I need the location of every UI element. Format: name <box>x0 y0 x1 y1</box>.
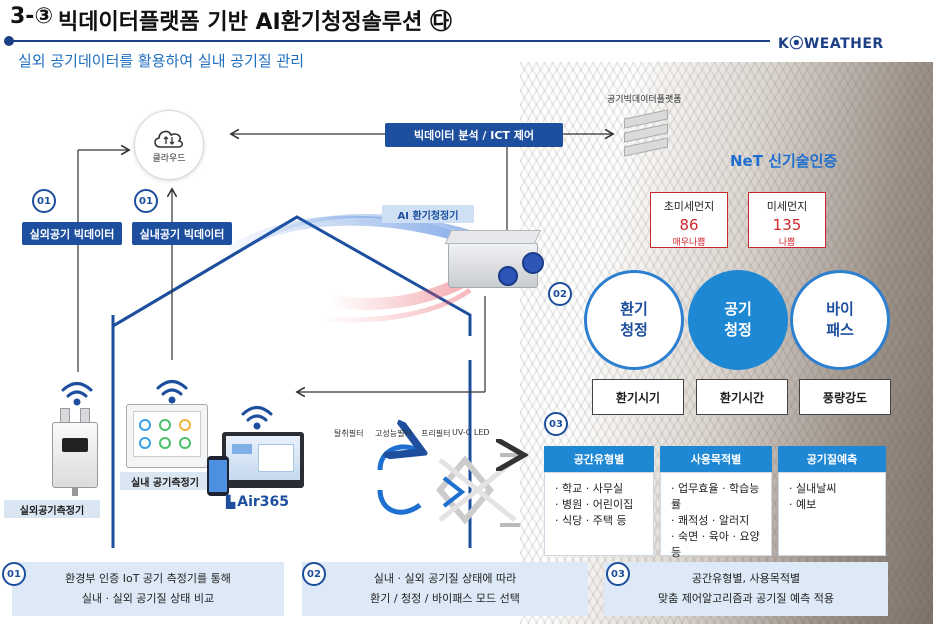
category-body: · 실내날씨 · 예보 <box>778 472 886 556</box>
ai-unit-label: AI 환기청정기 <box>382 205 474 223</box>
ventilation-unit-image <box>442 228 550 294</box>
mode-line2: 패스 <box>826 321 854 339</box>
indoor-meter-image <box>126 404 208 468</box>
filter-label-pre: 프리필터 <box>421 429 451 438</box>
indoor-data-tag: 실내공기 빅데이터 <box>132 222 232 245</box>
app-brand-icon: ▙ <box>226 495 236 509</box>
filter-label-high-performance: 고성능필터 <box>375 429 412 438</box>
filter-label-deodorizing: 탈취필터 <box>334 429 364 438</box>
server-icon <box>620 109 672 158</box>
category-air-forecast: 공기질예측 · 실내날씨 · 예보 <box>778 446 886 556</box>
summary-line1: 공간유형별, 사용목적별 <box>691 572 801 585</box>
dust-value: 86 <box>679 216 699 234</box>
dust-box-ultrafine: 초미세먼지 86 매우나쁨 <box>650 192 728 248</box>
cloud-node: 클라우드 <box>134 110 204 180</box>
mode-air-purify: 공기 청정 <box>688 270 788 370</box>
app-brand: ▙ Air365 <box>226 494 289 510</box>
dust-name: 초미세먼지 <box>663 200 715 213</box>
category-line: · 실내날씨 <box>789 482 837 495</box>
summary-line2: 맞춤 제어알고리즘과 공기질 예측 적용 <box>658 592 834 605</box>
platform-label: 공기빅데이터플랫폼 <box>607 95 682 105</box>
step-circle-outdoor: 01 <box>32 189 56 213</box>
category-title: 공간유형별 <box>544 446 654 472</box>
mode-ventilation-purify: 환기 청정 <box>584 270 684 370</box>
step-circle-indoor: 01 <box>134 189 158 213</box>
category-line: · 업무효율 · 학습능률 <box>671 482 760 511</box>
control-duration: 환기시간 <box>696 379 788 415</box>
dust-name: 미세먼지 <box>766 200 808 213</box>
mode-line2: 청정 <box>724 321 752 339</box>
category-title: 공기질예측 <box>778 446 886 472</box>
phone-image <box>207 456 229 496</box>
mode-line2: 청정 <box>620 321 648 339</box>
app-brand-label: Air365 <box>237 494 289 510</box>
step-circle-summary-2: 02 <box>302 562 326 586</box>
category-line: · 학교 · 사무실 <box>555 482 624 495</box>
indoor-meter-label: 실내 공기측정기 <box>120 472 210 490</box>
mode-line1: 공기 <box>724 300 752 318</box>
control-airflow: 풍량강도 <box>799 379 891 415</box>
summary-box-2: 실내 · 실외 공기질 상태에 따라 환기 / 청정 / 바이패스 모드 선택 <box>302 562 588 616</box>
cloud-icon <box>154 130 184 148</box>
page-title: 빅데이터플랫폼 기반 AI환기청정솔루션 ㉰ <box>58 10 453 35</box>
mode-line1: 환기 <box>620 300 648 318</box>
analysis-tag: 빅데이터 분석 / ICT 제어 <box>385 123 563 147</box>
category-line: · 숙면 · 육아 · 요양 등 <box>671 530 760 559</box>
category-body: · 업무효율 · 학습능률 · 쾌적성 · 알러지 · 숙면 · 육아 · 요양… <box>660 472 772 559</box>
section-number: 3-③ <box>10 4 54 29</box>
outdoor-meter-image <box>52 408 102 496</box>
category-line: · 예보 <box>789 498 817 511</box>
dust-box-fine: 미세먼지 135 나쁨 <box>748 192 826 248</box>
mode-bypass: 바이 패스 <box>790 270 890 370</box>
step-circle-summary-1: 01 <box>2 562 26 586</box>
category-usage-purpose: 사용목적별 · 업무효율 · 학습능률 · 쾌적성 · 알러지 · 숙면 · 육… <box>660 446 772 559</box>
wifi-icon-app <box>241 406 273 430</box>
wifi-icon-indoor <box>156 380 188 404</box>
certification-title: NeT 신기술인증 <box>730 152 838 170</box>
category-title: 사용목적별 <box>660 446 772 472</box>
summary-line1: 환경부 인증 IoT 공기 측정기를 통해 <box>65 572 231 585</box>
dust-status: 매우나쁨 <box>672 238 706 248</box>
summary-box-1: 환경부 인증 IoT 공기 측정기를 통해 실내 · 실외 공기질 상태 비교 <box>12 562 284 616</box>
step-circle-categories: 03 <box>544 412 568 436</box>
dust-status: 나쁨 <box>778 238 796 248</box>
step-circle-summary-3: 03 <box>606 562 630 586</box>
summary-line2: 환기 / 청정 / 바이패스 모드 선택 <box>370 592 520 605</box>
cloud-label: 클라우드 <box>152 153 186 164</box>
summary-line1: 실내 · 실외 공기질 상태에 따라 <box>373 572 517 585</box>
dust-value: 135 <box>772 216 802 234</box>
step-circle-unit: 02 <box>548 282 572 306</box>
outdoor-meter-label: 실외공기측정기 <box>4 500 100 518</box>
filter-cycle-diagram <box>377 447 520 527</box>
category-body: · 학교 · 사무실 · 병원 · 어린이집 · 식당 · 주택 등 <box>544 472 654 556</box>
category-line: · 병원 · 어린이집 <box>555 498 634 511</box>
company-logo: K⦿WEATHER <box>778 36 884 52</box>
control-timing: 환기시기 <box>592 379 684 415</box>
summary-line2: 실내 · 실외 공기질 상태 비교 <box>81 592 215 605</box>
title-rule <box>10 40 770 42</box>
wifi-icon-outdoor <box>61 382 93 406</box>
title-rule-dot <box>4 36 14 46</box>
page-subtitle: 실외 공기데이터를 활용하여 실내 공기질 관리 <box>18 52 305 70</box>
mode-line1: 바이 <box>826 300 854 318</box>
category-line: · 쾌적성 · 알러지 <box>671 514 750 527</box>
category-space-type: 공간유형별 · 학교 · 사무실 · 병원 · 어린이집 · 식당 · 주택 등 <box>544 446 654 556</box>
filter-label-uvc: UV-C LED <box>452 428 490 437</box>
summary-box-3: 공간유형별, 사용목적별 맞춤 제어알고리즘과 공기질 예측 적용 <box>604 562 888 616</box>
monitor-image <box>222 432 304 488</box>
category-line: · 식당 · 주택 등 <box>555 514 627 527</box>
outdoor-data-tag: 실외공기 빅데이터 <box>22 222 122 245</box>
